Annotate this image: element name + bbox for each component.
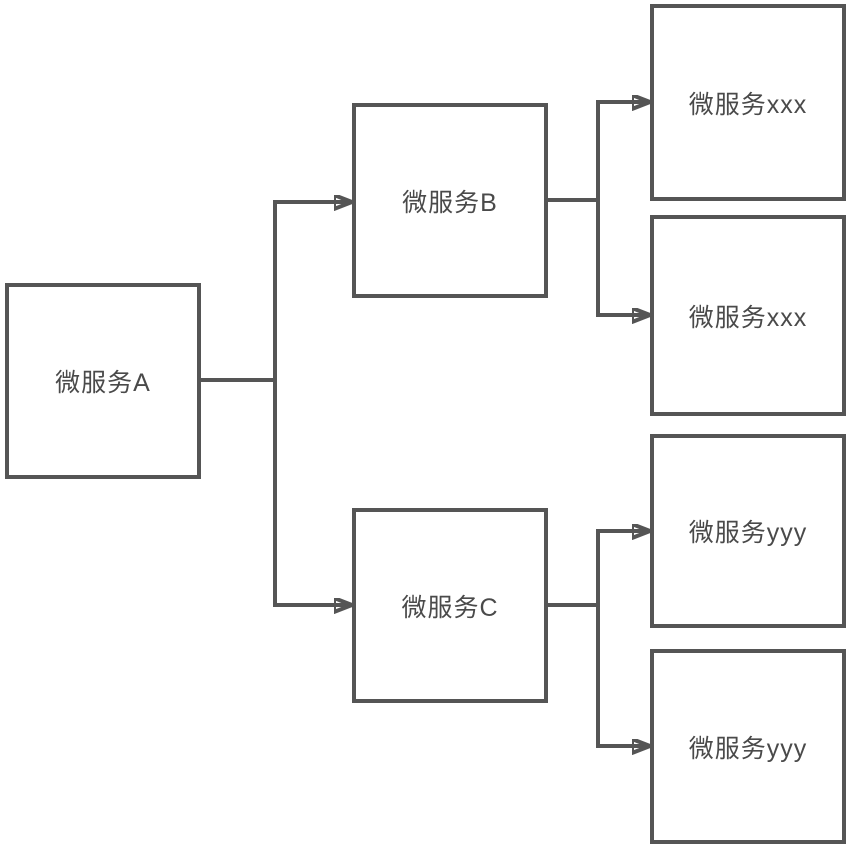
node-label: 微服务xxx [688, 303, 808, 332]
node-microservice-yyy-2: 微服务yyy [650, 649, 846, 844]
edge-b-to-xxx-1 [548, 102, 650, 202]
node-microservice-xxx-1: 微服务xxx [650, 4, 846, 201]
edge-c-to-yyy-1 [548, 531, 650, 607]
node-label: 微服务xxx [688, 90, 808, 119]
node-microservice-a: 微服务A [5, 283, 201, 479]
node-microservice-b: 微服务B [352, 103, 548, 298]
edge-b-to-xxx-2 [596, 200, 650, 315]
node-label: 微服务yyy [688, 734, 808, 763]
node-microservice-yyy-1: 微服务yyy [650, 434, 846, 628]
node-label: 微服务C [401, 593, 499, 622]
edge-c-to-yyy-2 [596, 605, 650, 746]
edge-a-to-b [200, 202, 352, 382]
node-microservice-c: 微服务C [352, 508, 548, 703]
edge-a-to-c [273, 380, 352, 605]
node-label: 微服务B [402, 188, 498, 217]
node-label: 微服务yyy [688, 519, 808, 547]
node-microservice-xxx-2: 微服务xxx [650, 215, 846, 416]
node-label: 微服务A [55, 369, 151, 397]
